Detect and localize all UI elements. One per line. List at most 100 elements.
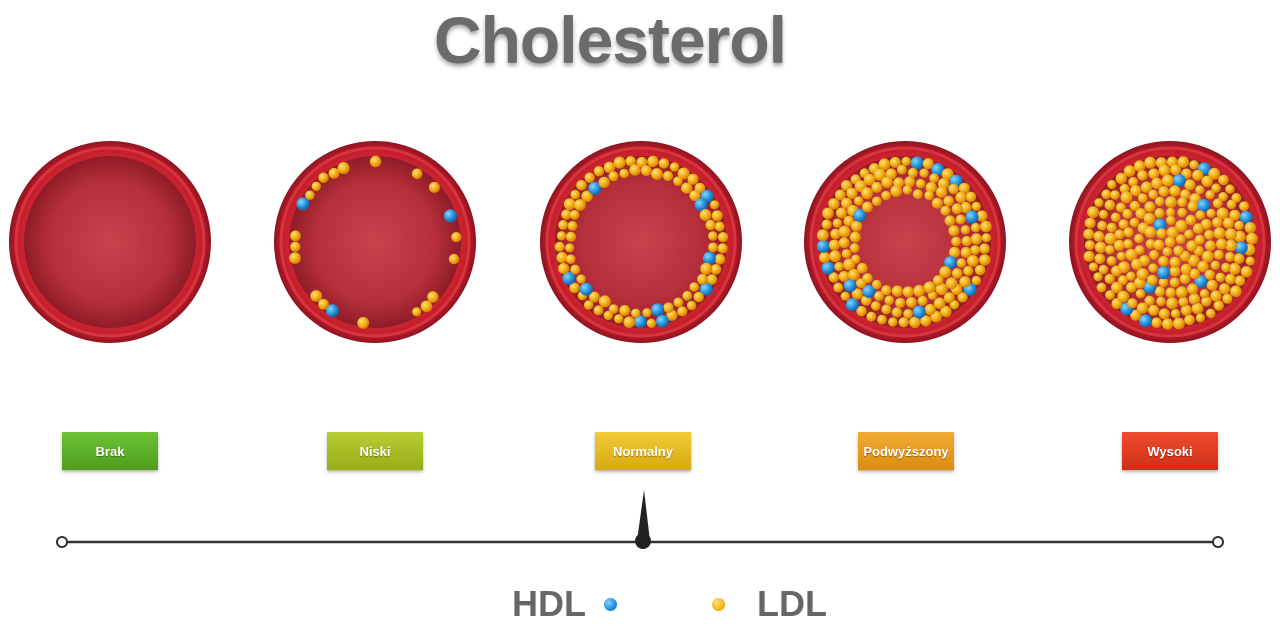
ldl-particle bbox=[821, 219, 832, 230]
ldl-particle bbox=[1105, 290, 1115, 300]
ldl-particle bbox=[936, 186, 948, 198]
ldl-particle bbox=[570, 264, 581, 275]
ldl-particle bbox=[619, 168, 629, 179]
ldl-particle bbox=[1165, 287, 1176, 298]
hdl-particle bbox=[853, 208, 867, 222]
ldl-particle bbox=[856, 305, 867, 317]
hdl-particle bbox=[655, 314, 669, 328]
ldl-particle bbox=[1218, 192, 1228, 202]
level-box-brak: Brak bbox=[62, 432, 158, 470]
ldl-particle bbox=[694, 182, 706, 194]
ldl-particle bbox=[1201, 296, 1212, 307]
ldl-particle bbox=[1094, 198, 1104, 208]
ldl-particle bbox=[895, 297, 906, 308]
ldl-particle bbox=[647, 155, 659, 168]
ldl-particle bbox=[1144, 156, 1157, 169]
ldl-particle bbox=[959, 276, 971, 288]
ldl-particle bbox=[1136, 302, 1149, 314]
ldl-particle bbox=[1140, 181, 1153, 193]
ldl-particle bbox=[1201, 175, 1213, 187]
ldl-particle bbox=[1194, 234, 1205, 245]
ldl-particle bbox=[1118, 275, 1128, 286]
ldl-particle bbox=[613, 156, 626, 169]
ldl-particle bbox=[1180, 304, 1192, 316]
ldl-particle bbox=[1191, 302, 1204, 315]
ldl-particle bbox=[904, 176, 916, 188]
ldl-particle bbox=[603, 310, 613, 321]
ldl-particle bbox=[1093, 231, 1105, 242]
ldl-particle bbox=[681, 182, 693, 194]
ldl-particle bbox=[965, 191, 977, 203]
vessel-wall-highlight bbox=[545, 146, 737, 338]
ldl-particle bbox=[1113, 239, 1125, 251]
ldl-particle bbox=[1158, 308, 1170, 320]
ldl-particle bbox=[1175, 286, 1188, 299]
vessel-1 bbox=[274, 141, 476, 343]
ldl-particle bbox=[1195, 185, 1205, 195]
ldl-particle bbox=[872, 279, 882, 290]
ldl-particle bbox=[898, 317, 909, 328]
ldl-particle bbox=[1204, 269, 1215, 280]
ldl-particle bbox=[554, 241, 565, 252]
ldl-particle bbox=[1134, 233, 1144, 244]
ldl-particle bbox=[1169, 277, 1180, 288]
ldl-particle bbox=[1134, 245, 1145, 255]
ldl-particle bbox=[318, 298, 329, 310]
ldl-particle bbox=[971, 201, 982, 211]
ldl-particle bbox=[1097, 220, 1108, 231]
ldl-particle bbox=[907, 167, 918, 178]
ldl-particle bbox=[1177, 156, 1190, 168]
ldl-particle bbox=[1166, 207, 1176, 217]
level-timeline bbox=[56, 490, 1224, 549]
ldl-particle bbox=[697, 273, 708, 285]
ldl-particle bbox=[1094, 253, 1106, 265]
ldl-particle bbox=[1225, 273, 1236, 285]
ldl-particle bbox=[828, 272, 839, 283]
ldl-particle bbox=[1177, 197, 1188, 208]
ldl-particle bbox=[1135, 289, 1146, 299]
ldl-particle bbox=[896, 164, 907, 175]
ldl-particle bbox=[1199, 289, 1210, 299]
vessel-wall-highlight bbox=[809, 146, 1001, 338]
ldl-particle bbox=[902, 286, 914, 298]
ldl-particle bbox=[1137, 170, 1148, 181]
ldl-particle bbox=[952, 268, 963, 279]
ldl-particle bbox=[874, 291, 884, 302]
ldl-particle bbox=[1216, 238, 1228, 250]
vessel-0 bbox=[9, 141, 211, 343]
ldl-particle bbox=[963, 265, 974, 276]
ldl-particle bbox=[948, 225, 960, 237]
ldl-particle bbox=[838, 225, 851, 238]
ldl-particle bbox=[1225, 184, 1235, 194]
ldl-particle bbox=[289, 252, 301, 264]
ldl-particle bbox=[1166, 215, 1176, 225]
ldl-particle bbox=[708, 231, 718, 241]
ldl-particle bbox=[1240, 266, 1253, 278]
ldl-particle bbox=[940, 305, 952, 318]
ldl-particle bbox=[1084, 240, 1095, 251]
particle-layer bbox=[554, 155, 729, 329]
ldl-particle bbox=[561, 209, 572, 220]
ldl-particle bbox=[854, 196, 864, 206]
hdl-particle bbox=[702, 251, 716, 265]
ldl-particle bbox=[834, 189, 846, 201]
ldl-particle bbox=[1188, 293, 1201, 305]
hdl-particle bbox=[562, 271, 576, 285]
ldl-particle bbox=[1226, 199, 1237, 210]
ldl-particle bbox=[1153, 239, 1165, 251]
ldl-particle bbox=[290, 241, 301, 252]
ldl-particle bbox=[1211, 183, 1221, 193]
ldl-particle bbox=[891, 307, 903, 318]
ldl-particle bbox=[651, 168, 663, 180]
ldl-particle bbox=[614, 314, 624, 324]
ldl-particle bbox=[689, 282, 699, 292]
ldl-particle bbox=[1125, 248, 1138, 261]
ldl-particle bbox=[1192, 223, 1204, 235]
ldl-particle bbox=[1179, 273, 1191, 285]
ldl-particle bbox=[593, 305, 604, 316]
ldl-particle bbox=[1114, 229, 1125, 240]
ldl-particle bbox=[940, 205, 951, 216]
ldl-particle bbox=[1118, 261, 1130, 274]
ldl-particle bbox=[1162, 247, 1173, 257]
ldl-particle bbox=[971, 275, 982, 286]
